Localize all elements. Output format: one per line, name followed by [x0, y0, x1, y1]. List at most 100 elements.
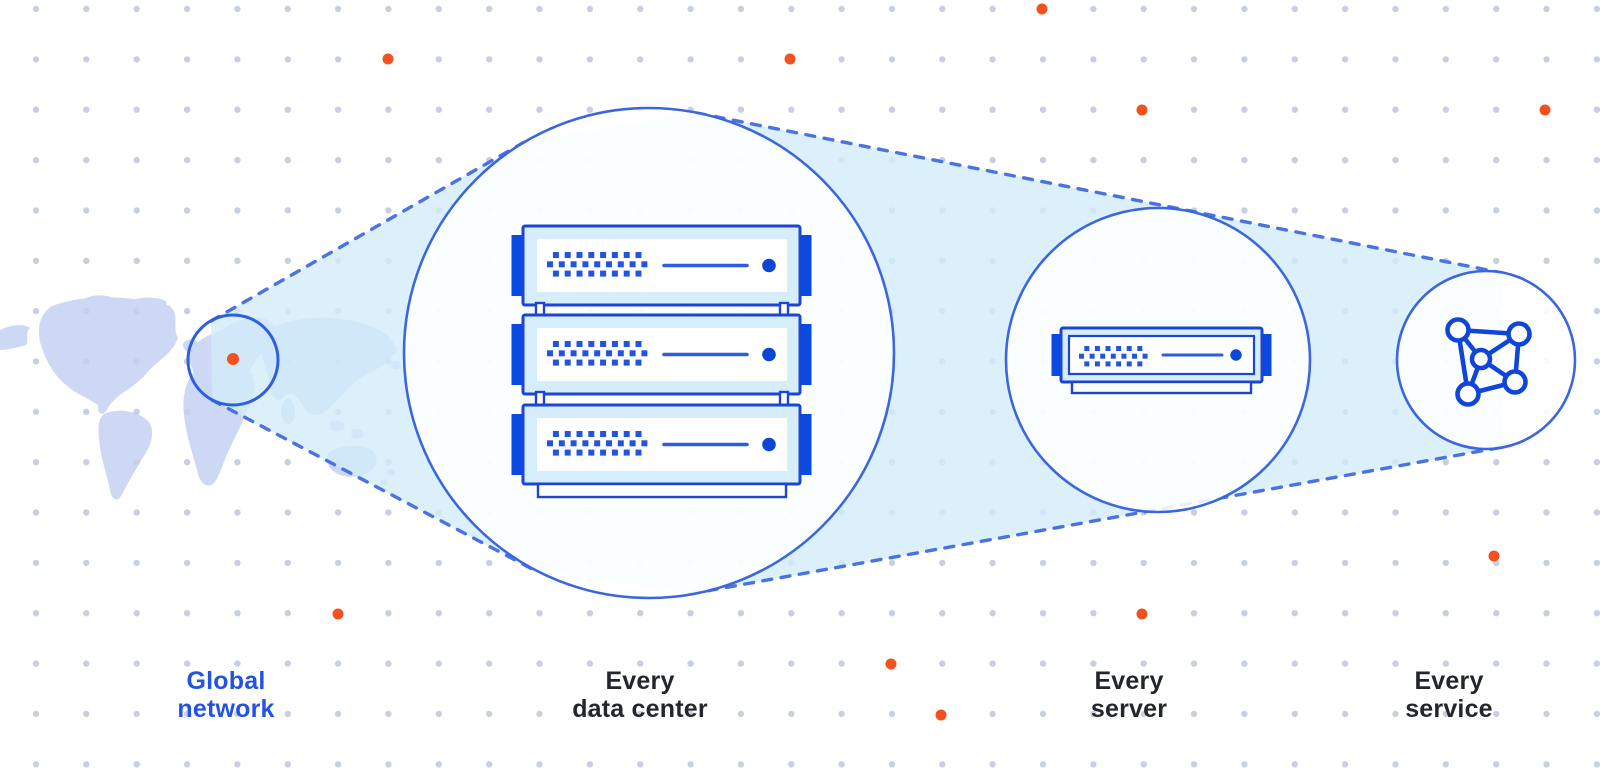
- grid-dot: [133, 56, 140, 63]
- led-square: [600, 252, 607, 258]
- grid-dot: [1241, 660, 1248, 667]
- led-square: [576, 252, 583, 258]
- grid-dot: [32, 509, 40, 516]
- grid-dot: [284, 5, 291, 13]
- grid-dot: [385, 106, 392, 113]
- grid-dot: [435, 710, 442, 718]
- grid-dot: [234, 106, 241, 113]
- led-square: [582, 350, 589, 357]
- led-square: [1137, 361, 1143, 367]
- grid-dot: [1442, 106, 1450, 113]
- grid-dot: [1291, 207, 1299, 214]
- led-square: [617, 350, 624, 357]
- led-square: [629, 440, 636, 447]
- grid-dot: [183, 559, 191, 567]
- led-square: [600, 341, 607, 347]
- server-ear-right: [800, 414, 812, 475]
- led-square: [600, 359, 607, 366]
- led-square: [600, 431, 607, 437]
- grid-dot: [1593, 559, 1601, 567]
- led-square: [641, 440, 648, 447]
- server-ear-right: [800, 235, 812, 296]
- grid-dot: [1241, 207, 1248, 214]
- grid-dot: [989, 156, 996, 164]
- accent-dot: [935, 709, 947, 721]
- grid-dot: [83, 610, 90, 617]
- led-square: [564, 449, 571, 456]
- led-square: [1079, 353, 1084, 359]
- grid-dot: [1241, 156, 1248, 164]
- led-square: [1105, 361, 1111, 367]
- grid-dot: [435, 56, 442, 63]
- server-ear-left: [511, 235, 523, 296]
- grid-dot: [486, 761, 493, 768]
- server-rack-base: [536, 482, 788, 499]
- grid-dot: [334, 509, 342, 516]
- led-square: [1110, 353, 1116, 359]
- grid-dot: [385, 156, 392, 164]
- led-square: [1137, 346, 1143, 351]
- grid-dot: [1543, 559, 1550, 567]
- grid-dot: [637, 610, 644, 617]
- grid-dot: [1493, 610, 1500, 617]
- grid-dot: [637, 5, 644, 13]
- grid-dot: [284, 106, 291, 113]
- grid-dot: [284, 660, 291, 667]
- led-square: [1126, 361, 1132, 367]
- led-square: [547, 440, 553, 447]
- led-square: [1116, 361, 1122, 367]
- grid-dot: [1039, 710, 1047, 718]
- grid-dot: [334, 559, 342, 567]
- grid-dot: [586, 660, 594, 667]
- grid-dot: [83, 56, 90, 63]
- grid-dot: [334, 156, 342, 164]
- grid-dot: [284, 56, 291, 63]
- accent-dot: [382, 53, 394, 65]
- grid-dot: [838, 660, 845, 667]
- grid-dot: [32, 358, 40, 365]
- grid-dot: [1493, 5, 1500, 13]
- grid-dot: [32, 156, 40, 164]
- led-square: [570, 261, 577, 268]
- grid-dot: [284, 761, 291, 768]
- grid-dot: [1442, 509, 1450, 516]
- grid-dot: [284, 156, 291, 164]
- grid-dot: [1593, 56, 1601, 63]
- grid-dot: [83, 5, 90, 13]
- led-square: [558, 440, 565, 447]
- grid-dot: [1392, 106, 1399, 113]
- map-marker-dot: [227, 353, 239, 365]
- grid-dot: [234, 5, 241, 13]
- grid-dot: [536, 660, 543, 667]
- grid-dot: [234, 207, 241, 214]
- grid-dot: [234, 257, 241, 264]
- grid-dot: [1241, 5, 1248, 13]
- grid-dot: [32, 408, 40, 415]
- accent-dot: [1136, 608, 1148, 620]
- grid-dot: [1140, 5, 1147, 13]
- grid-dot: [939, 106, 946, 113]
- grid-dot: [1190, 5, 1198, 13]
- grid-dot: [536, 710, 543, 718]
- grid-dot: [1140, 710, 1147, 718]
- grid-dot: [183, 610, 191, 617]
- grid-dot: [1593, 761, 1601, 768]
- grid-dot: [1392, 5, 1399, 13]
- grid-dot: [687, 710, 694, 718]
- grid-dot: [1291, 610, 1299, 617]
- grid-dot: [586, 710, 594, 718]
- grid-dot: [1593, 509, 1601, 516]
- led-square: [547, 350, 553, 357]
- grid-dot: [1190, 761, 1198, 768]
- grid-dot: [1543, 207, 1550, 214]
- zoom-dashed-lines: [209, 111, 1505, 596]
- accent-dot: [1136, 104, 1148, 116]
- server-ear-left: [511, 324, 523, 385]
- led-square: [641, 350, 648, 357]
- grid-dot: [1593, 307, 1601, 315]
- grid-dot: [183, 761, 191, 768]
- grid-dot: [133, 408, 140, 415]
- server-led-pattern: [547, 252, 648, 277]
- grid-dot: [133, 156, 140, 164]
- grid-dot: [486, 5, 493, 13]
